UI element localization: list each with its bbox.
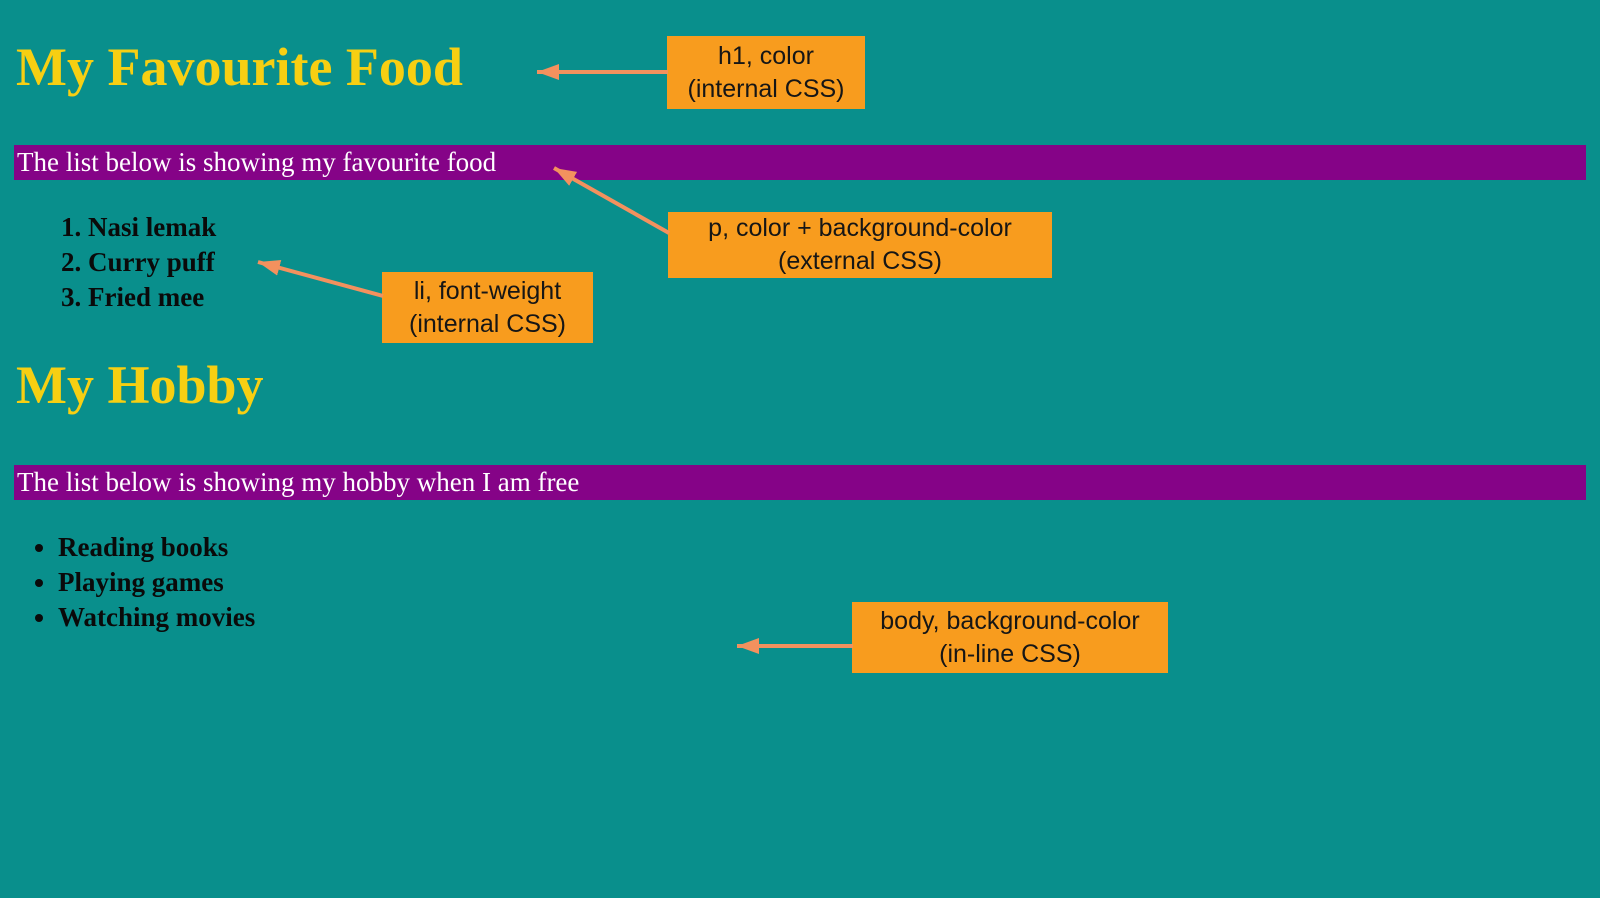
list-item: Playing games (58, 565, 255, 600)
arrow-to-list-item-icon (257, 260, 384, 298)
annotation-box-li: li, font-weight (internal CSS) (382, 272, 593, 343)
annotation-box-h1: h1, color (internal CSS) (667, 36, 865, 109)
hobby-intro-paragraph: The list below is showing my hobby when … (14, 465, 1586, 500)
annotation-h1-line2: (internal CSS) (687, 74, 845, 103)
food-ordered-list: Nasi lemakCurry puffFried mee (20, 210, 216, 315)
food-intro-paragraph: The list below is showing my favourite f… (14, 145, 1586, 180)
annotation-body-line1: body, background-color (880, 606, 1140, 635)
annotation-box-body: body, background-color (in-line CSS) (852, 602, 1168, 673)
list-item: Reading books (58, 530, 255, 565)
list-item: Fried mee (88, 280, 216, 315)
annotation-li-line2: (internal CSS) (409, 309, 566, 338)
annotation-p-line2: (external CSS) (778, 247, 942, 275)
annotation-box-p: p, color + background-color (external CS… (668, 212, 1052, 278)
hobby-heading: My Hobby (16, 355, 264, 415)
annotation-li-line1: li, font-weight (413, 276, 562, 305)
annotation-p-line1: p, color + background-color (708, 214, 1012, 242)
food-heading: My Favourite Food (16, 37, 463, 97)
list-item: Curry puff (88, 245, 216, 280)
list-item: Watching movies (58, 600, 255, 635)
annotation-h1-line1: h1, color (718, 41, 814, 70)
annotation-body-line2: (in-line CSS) (939, 639, 1081, 668)
list-item: Nasi lemak (88, 210, 216, 245)
hobby-unordered-list: Reading booksPlaying gamesWatching movie… (20, 530, 255, 635)
